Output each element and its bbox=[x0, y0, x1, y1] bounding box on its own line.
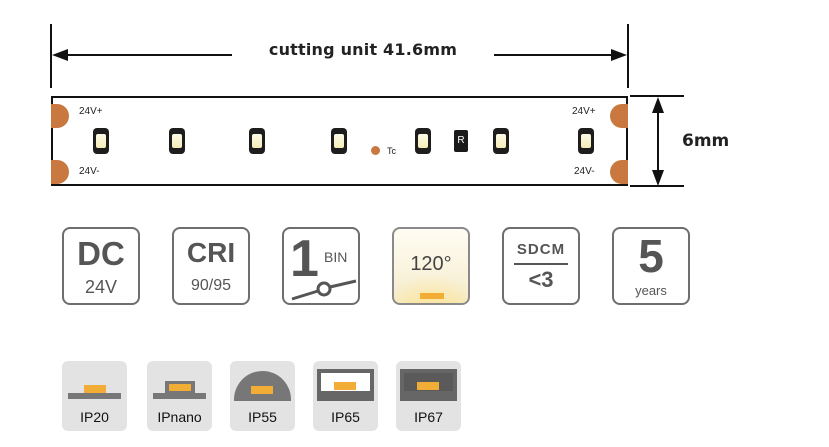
pad-label-bottom-right: 24V- bbox=[574, 166, 595, 177]
resistor-icon: R bbox=[454, 130, 468, 152]
cutting-unit-label: cutting unit 41.6mm bbox=[232, 40, 494, 59]
ip67-tile: IP67 bbox=[396, 361, 461, 431]
ip20-base bbox=[68, 393, 121, 399]
tc-label: Tc bbox=[387, 146, 396, 156]
pad-label-top-left: 24V+ bbox=[79, 106, 103, 117]
led-chip-icon bbox=[93, 128, 109, 154]
beam-glow-icon bbox=[394, 265, 468, 303]
bottom-width-extension bbox=[630, 185, 684, 187]
top-width-extension bbox=[630, 95, 684, 97]
ip55-label: IP55 bbox=[248, 409, 277, 425]
dc-title: DC bbox=[77, 235, 125, 272]
solder-pad-top-right bbox=[610, 104, 628, 128]
led-strip: 24V+ 24V- 24V+ 24V- Tc R bbox=[51, 96, 628, 186]
ipnano-tile: IPnano bbox=[147, 361, 212, 431]
ip65-label: IP65 bbox=[331, 409, 360, 425]
ip67-chip-icon bbox=[417, 382, 439, 390]
sdcm-badge: SDCM <3 bbox=[502, 227, 580, 305]
warranty-badge: 5 years bbox=[612, 227, 690, 305]
pad-label-bottom-left: 24V- bbox=[79, 166, 100, 177]
ip65-tile: IP65 bbox=[313, 361, 378, 431]
arrow-right-icon bbox=[611, 49, 627, 61]
cri-title: CRI bbox=[186, 237, 236, 268]
bin-label: BIN bbox=[324, 249, 348, 265]
sdcm-title: SDCM bbox=[516, 241, 566, 258]
bin-switch-icon bbox=[291, 279, 357, 301]
led-chip-icon bbox=[578, 128, 594, 154]
left-extension-line bbox=[50, 24, 52, 88]
led-chip-icon bbox=[493, 128, 509, 154]
dc-value: 24V bbox=[84, 277, 118, 297]
ip20-chip-icon bbox=[84, 385, 106, 393]
cri-value: 90/95 bbox=[190, 277, 232, 294]
solder-pad-top-left bbox=[51, 104, 69, 128]
cri-badge: CRI 90/95 bbox=[172, 227, 250, 305]
bin-number: 1 bbox=[290, 230, 319, 288]
ipnano-base bbox=[153, 393, 206, 399]
arrow-up-icon bbox=[652, 97, 664, 113]
ip20-tile: IP20 bbox=[62, 361, 127, 431]
dc-voltage-badge: DC 24V bbox=[62, 227, 140, 305]
sdcm-value: <3 bbox=[528, 267, 554, 292]
width-label: 6mm bbox=[682, 131, 730, 151]
tc-point-icon bbox=[371, 146, 380, 155]
ip55-tile: IP55 bbox=[230, 361, 295, 431]
led-chip-icon bbox=[249, 128, 265, 154]
ip55-chip-icon bbox=[251, 386, 273, 394]
arrow-left-icon bbox=[52, 49, 68, 61]
width-dimension-line bbox=[657, 104, 659, 178]
sdcm-divider bbox=[514, 263, 568, 265]
solder-pad-bottom-left bbox=[51, 160, 69, 184]
solder-pad-bottom-right bbox=[610, 160, 628, 184]
pad-label-top-right: 24V+ bbox=[572, 106, 596, 117]
warranty-unit: years bbox=[635, 283, 667, 298]
ipnano-label: IPnano bbox=[157, 409, 202, 425]
led-chip-icon bbox=[331, 128, 347, 154]
led-chip-icon bbox=[415, 128, 431, 154]
led-chip-icon bbox=[169, 128, 185, 154]
ipnano-chip-icon bbox=[169, 384, 191, 391]
ip65-chip-icon bbox=[334, 382, 356, 390]
beam-angle-badge: 120° bbox=[392, 227, 470, 305]
warranty-number: 5 bbox=[638, 230, 664, 282]
arrow-down-icon bbox=[652, 170, 664, 186]
bin-badge: 1 BIN bbox=[282, 227, 360, 305]
ip67-label: IP67 bbox=[414, 409, 443, 425]
beam-angle-value: 120° bbox=[410, 253, 452, 275]
ip20-label: IP20 bbox=[80, 409, 109, 425]
right-extension-line bbox=[627, 24, 629, 88]
